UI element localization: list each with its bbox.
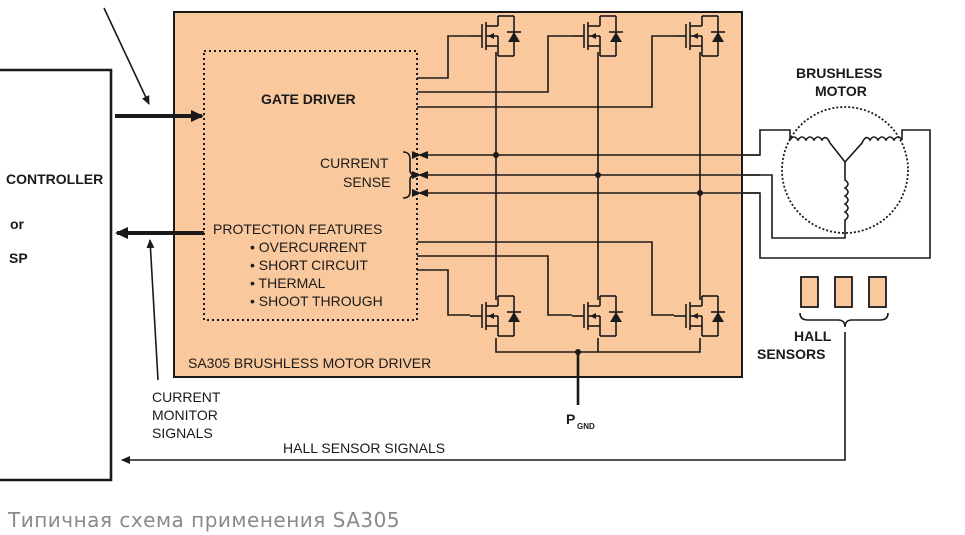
hall-sensor <box>868 276 887 308</box>
motor-icon <box>781 106 909 234</box>
driver-name-label: SA305 BRUSHLESS MOTOR DRIVER <box>188 355 431 371</box>
gate-line-bottom <box>417 255 572 316</box>
gate-line-bottom <box>417 241 674 316</box>
hall-brace <box>799 312 889 328</box>
hall-signal-line <box>121 332 846 464</box>
current-sense-label-1: CURRENT <box>320 155 389 171</box>
protection-title: PROTECTION FEATURES <box>213 221 382 237</box>
current-sense-label-2: SENSE <box>343 174 390 190</box>
controller-or-label: or <box>10 216 25 232</box>
motor-wire <box>742 129 791 156</box>
motor-wire <box>742 174 846 239</box>
pgnd-label: P <box>566 411 575 427</box>
controller-label: CONTROLLER <box>6 171 103 187</box>
gate-line-bottom <box>417 269 470 316</box>
arrow-fix <box>418 151 428 197</box>
hall-label-2: SENSORS <box>757 346 825 362</box>
gate-driver-block <box>203 50 418 321</box>
mosfet-icon <box>674 295 725 337</box>
protection-item: • OVERCURRENT <box>250 239 367 255</box>
command-arrow <box>103 7 150 105</box>
pgnd-subscript: GND <box>577 422 595 431</box>
gate-driver-label: GATE DRIVER <box>261 91 356 107</box>
mosfet-icon <box>470 15 521 57</box>
mosfet-icon <box>470 295 521 337</box>
hall-sensor <box>800 276 819 308</box>
protection-item: • SHOOT THROUGH <box>250 293 383 309</box>
gate-line-top <box>417 35 674 108</box>
protection-item: • THERMAL <box>250 275 326 291</box>
current-monitor-label: SIGNALS <box>152 425 213 441</box>
hall-signals-label: HALL SENSOR SIGNALS <box>283 440 445 456</box>
hall-sensor <box>834 276 853 308</box>
current-monitor-label: MONITOR <box>152 407 218 423</box>
driver-block <box>173 11 743 378</box>
controller-dsp-label: SP <box>9 250 28 266</box>
motor-winding-icon <box>844 136 903 163</box>
mosfet-icon <box>674 15 725 57</box>
controller-block <box>0 68 113 482</box>
current-monitor-label: CURRENT <box>152 389 221 405</box>
motor-winding-icon <box>789 136 846 163</box>
figure-caption: Типичная схема применения SA305 <box>8 508 401 532</box>
junction <box>697 190 703 196</box>
gate-line-top <box>417 35 572 93</box>
junction <box>595 172 601 178</box>
motor-wire <box>742 129 931 259</box>
motor-label-1: BRUSHLESS <box>796 65 882 81</box>
current-monitor-arrow <box>146 239 159 381</box>
mosfet-icon <box>572 295 623 337</box>
motor-label-2: MOTOR <box>815 83 867 99</box>
mosfet-icon <box>572 15 623 57</box>
gate-line-top <box>417 35 470 79</box>
motor-winding-icon <box>843 162 849 226</box>
hall-label-1: HALL <box>794 328 832 344</box>
protection-item: • SHORT CIRCUIT <box>250 257 368 273</box>
junction <box>493 152 499 158</box>
